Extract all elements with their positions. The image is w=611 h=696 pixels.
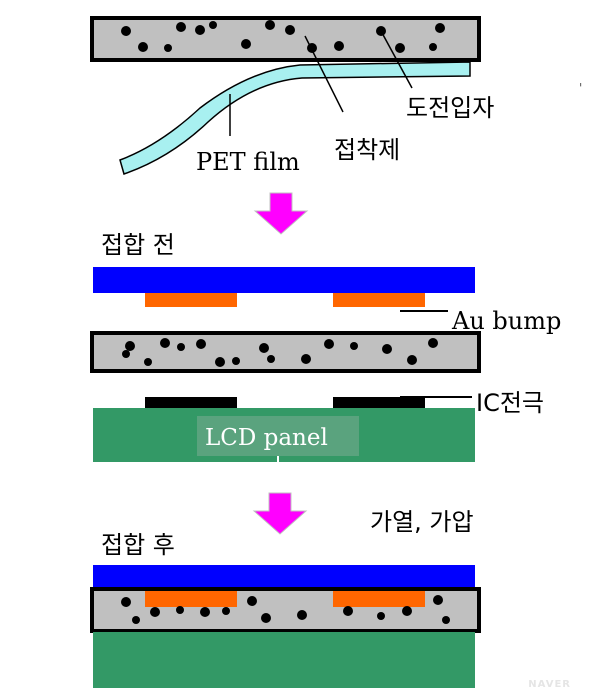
stray-mark: ' — [579, 81, 582, 95]
label-after-bonding: 접합 후 — [101, 531, 175, 559]
acf-film-top — [90, 16, 481, 62]
lcd-panel-after — [93, 632, 475, 688]
label-pet-film: PET film — [196, 148, 300, 176]
down-arrow-1 — [253, 192, 309, 235]
lcd-panel-label-box — [197, 416, 359, 456]
leader-adhesive — [304, 35, 344, 113]
conductive-particles-middle — [122, 338, 438, 367]
ic-chip-after — [93, 565, 475, 589]
label-ic-electrode: IC전극 — [476, 389, 544, 417]
label-adhesive: 접착제 — [334, 136, 400, 164]
label-au-bump: Au bump — [451, 307, 561, 335]
down-arrow-2 — [252, 492, 308, 535]
conductive-particles-after — [121, 595, 450, 624]
label-heat-pressure: 가열, 가압 — [370, 508, 474, 536]
au-bump-left-before — [145, 293, 237, 307]
lcd-panel-before: LCD panel — [93, 397, 475, 462]
ic-electrode-left — [145, 397, 237, 409]
label-before-bonding: 접합 전 — [101, 231, 175, 259]
label-conductive-particles: 도전입자 — [406, 94, 494, 122]
ic-chip-before — [93, 267, 475, 307]
leader-conductive-particles — [380, 30, 413, 89]
au-bump-right-after — [333, 591, 425, 607]
ic-electrode-right — [333, 397, 425, 409]
au-bump-left-after — [145, 591, 237, 607]
acf-film-middle — [90, 331, 481, 373]
label-lcd-panel: LCD panel — [205, 425, 328, 451]
pet-film-strip — [119, 61, 471, 175]
bonded-stack-after — [90, 565, 481, 688]
au-bump-right-before — [333, 293, 425, 307]
naver-watermark: NAVER — [528, 679, 571, 690]
